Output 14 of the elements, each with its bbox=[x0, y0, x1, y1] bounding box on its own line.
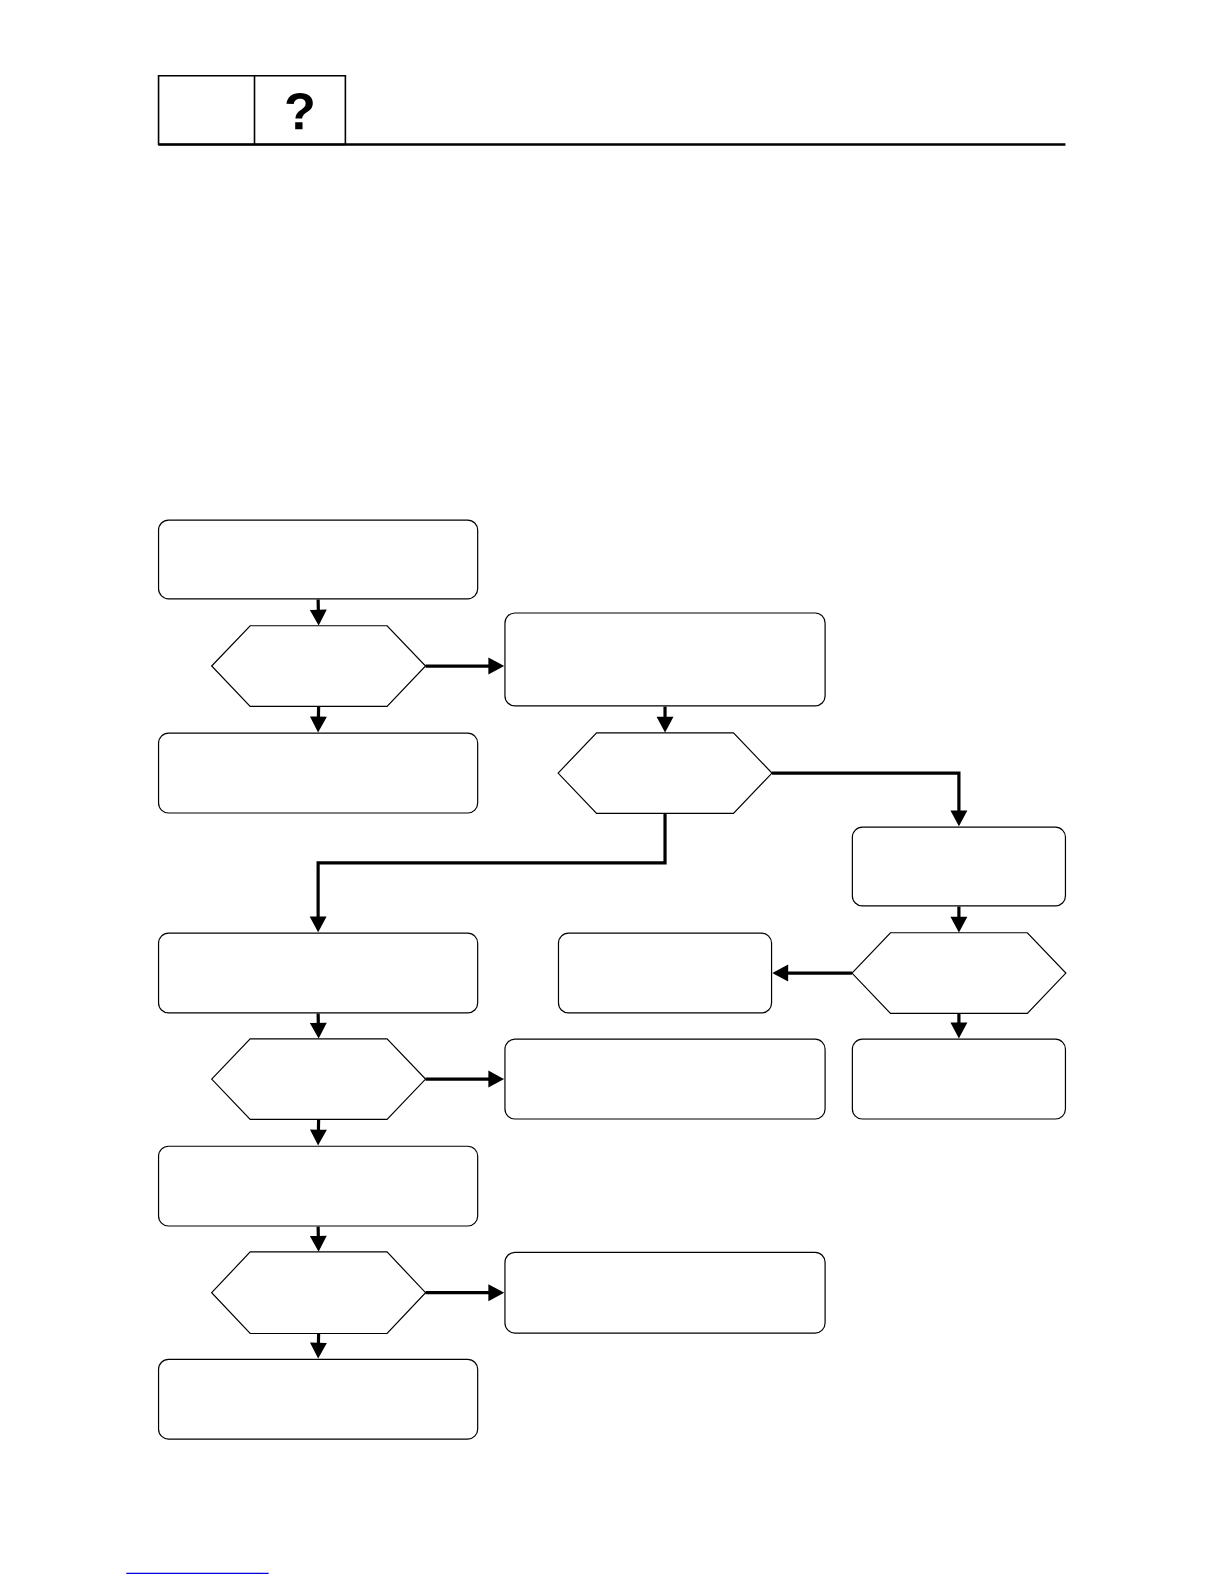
process-box bbox=[504, 1038, 826, 1120]
decision-hexagon bbox=[557, 732, 773, 814]
process-box bbox=[851, 1038, 1067, 1120]
process-box bbox=[557, 932, 773, 1014]
process-box bbox=[157, 1145, 479, 1227]
process-box bbox=[504, 612, 826, 707]
process-box bbox=[851, 826, 1067, 907]
process-box bbox=[157, 1358, 479, 1440]
decision-hexagon bbox=[851, 932, 1067, 1014]
process-box bbox=[157, 519, 479, 600]
process-box bbox=[504, 1251, 826, 1334]
process-box bbox=[157, 732, 479, 814]
process-box bbox=[157, 932, 479, 1014]
question-mark: ? bbox=[286, 92, 313, 130]
